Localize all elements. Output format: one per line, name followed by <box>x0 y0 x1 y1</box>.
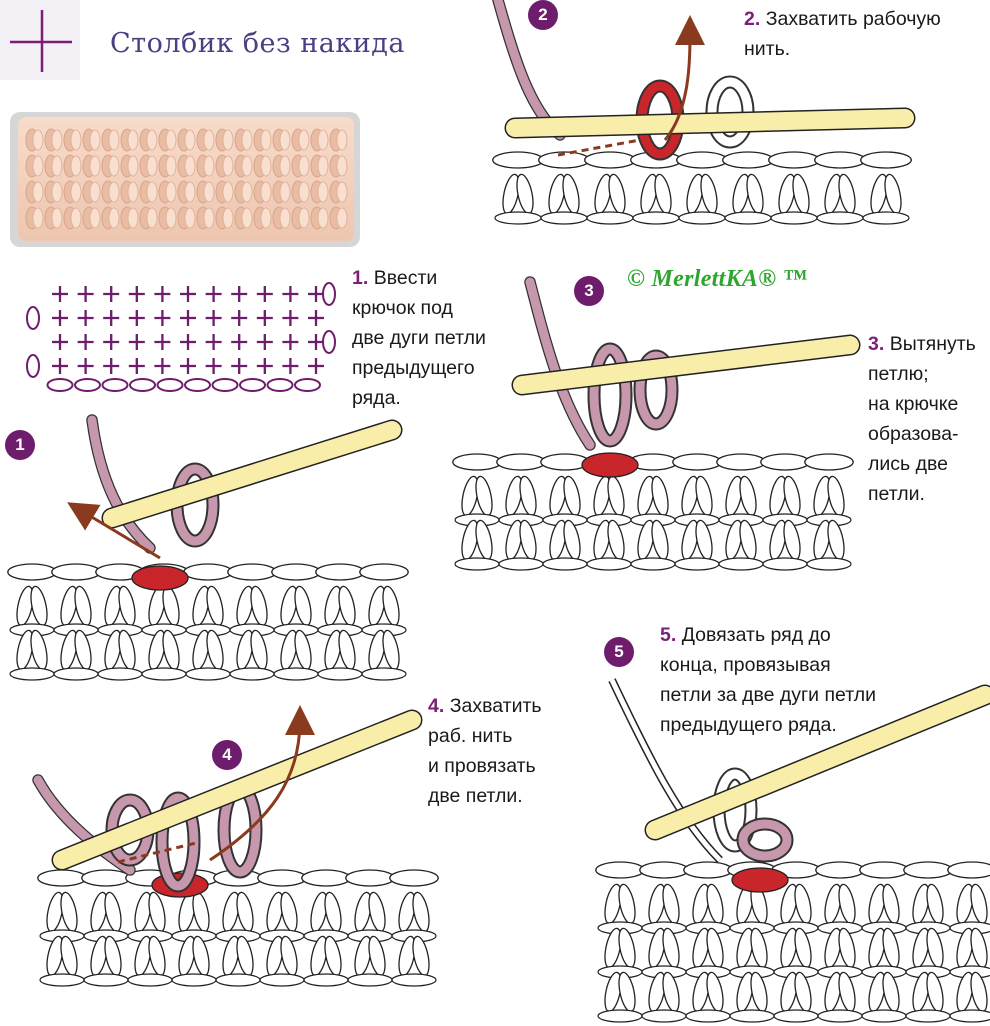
step-1-badge: 1 <box>5 430 35 460</box>
direction-arrow <box>209 705 315 862</box>
step-line: петли. <box>868 483 925 505</box>
step-line: предыдущего ряда. <box>660 714 837 736</box>
swatch-photo <box>10 112 360 247</box>
step-number: 4 <box>428 695 439 717</box>
highlighted-stitch <box>131 565 189 591</box>
step-line: крючок под <box>352 297 453 319</box>
crochet-hook <box>101 419 403 529</box>
step-4-badge: 4 <box>212 740 242 770</box>
loop <box>589 344 631 446</box>
step-number: 5 <box>660 624 671 646</box>
step-5-badge: 5 <box>604 637 634 667</box>
step-line: Ввести <box>373 267 438 289</box>
stitch-symbol-box <box>0 0 80 80</box>
step-line: раб. нить <box>428 725 513 747</box>
yarn <box>609 678 722 862</box>
copyright-mark: © MerlettKA® ™ <box>627 266 808 292</box>
dashed-path <box>557 138 641 157</box>
fabric <box>37 869 439 987</box>
step-4-text: 4. Захватить раб. нить и провязать две п… <box>428 691 542 811</box>
direction-arrow <box>663 15 705 141</box>
page-title: Столбик без накида <box>110 28 405 59</box>
step-3-text: 3. Вытянуть петлю; на крючке образова- л… <box>868 329 976 509</box>
step-line: Захватить рабочую <box>765 8 941 30</box>
highlighted-stitch <box>731 867 789 893</box>
step-line: петлю; <box>868 363 929 385</box>
direction-arrow <box>67 502 161 560</box>
step-illustrations <box>7 0 990 1023</box>
step-line: на крючке <box>868 393 959 415</box>
loop <box>635 351 677 429</box>
step-3-badge: 3 <box>574 276 604 306</box>
fabric <box>492 151 912 225</box>
fabric <box>595 861 990 1023</box>
crochet-hook <box>51 709 423 871</box>
crochet-hook <box>644 684 990 841</box>
highlighted-stitch <box>581 452 639 478</box>
crochet-hook <box>504 107 916 139</box>
dashed-path <box>117 840 201 864</box>
step-line: ряда. <box>352 387 401 409</box>
step-1-text: 1. Ввести крючок под две дуги петли пред… <box>352 263 486 413</box>
step-line: Довязать ряд до <box>681 624 831 646</box>
step-line: лись две <box>868 453 948 475</box>
loop <box>738 819 792 861</box>
step-line: нить. <box>744 38 791 60</box>
step-number: 1 <box>352 267 363 289</box>
step-2-text: 2. Захватить рабочую нить. <box>744 4 941 64</box>
step-line: две петли. <box>428 785 523 807</box>
step-line: образова- <box>868 423 959 445</box>
step-2-badge: 2 <box>528 0 558 30</box>
step-line: конца, провязывая <box>660 654 831 676</box>
step-line: Вытянуть <box>889 333 976 355</box>
step-line: Захватить <box>449 695 542 717</box>
fabric <box>452 453 854 571</box>
step-line: петли за две дуги петли <box>660 684 877 706</box>
fabric <box>7 563 409 681</box>
swatch-texture <box>25 128 348 230</box>
crochet-hook <box>511 334 861 396</box>
step-number: 3 <box>868 333 879 355</box>
crochet-chart <box>26 282 336 392</box>
yarn <box>86 414 156 554</box>
yarn <box>524 276 596 451</box>
step-line: и провязать <box>428 755 536 777</box>
step-5-text: 5. Довязать ряд до конца, провязывая пет… <box>660 620 876 740</box>
step-line: предыдущего <box>352 357 475 379</box>
step-number: 2 <box>744 8 755 30</box>
step-line: две дуги петли <box>352 327 486 349</box>
